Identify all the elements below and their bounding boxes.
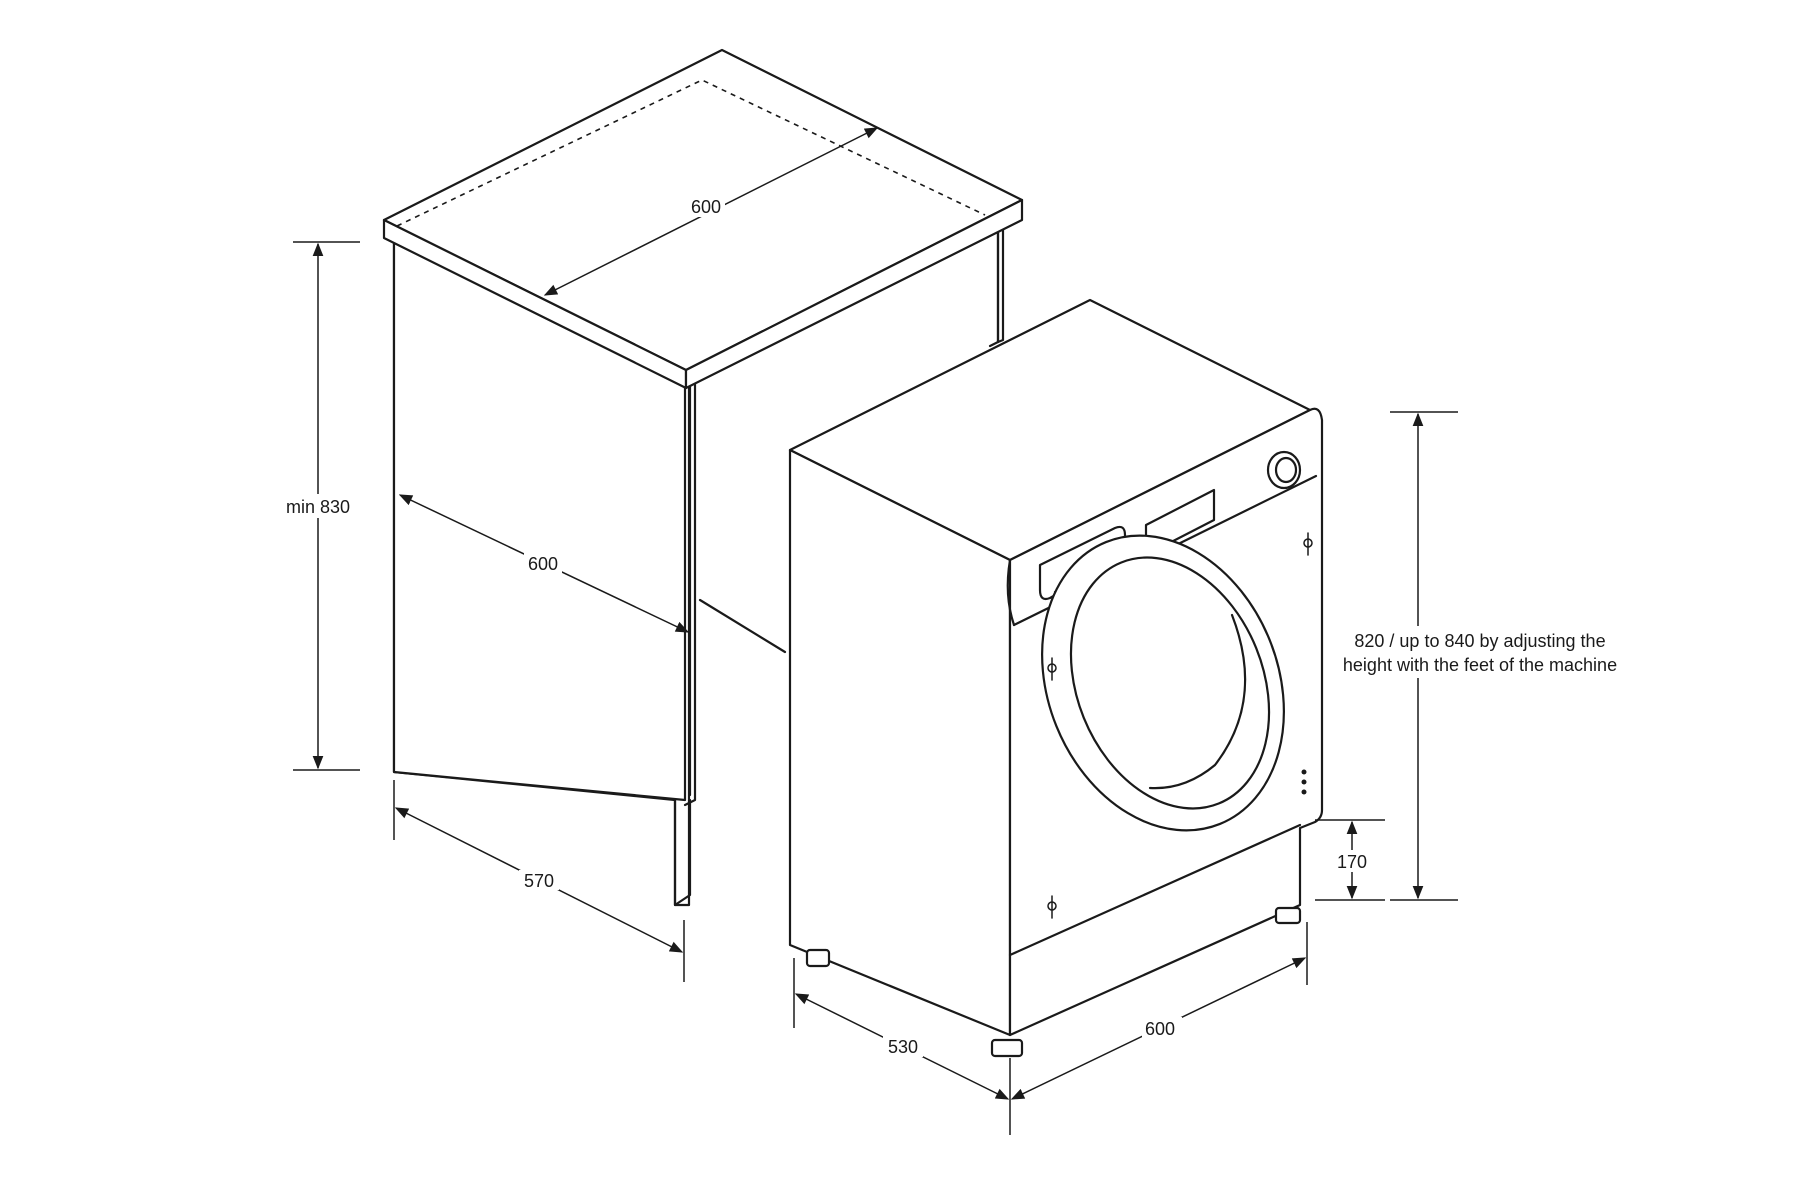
dim-machine-depth: 530 (793, 958, 1011, 1135)
machine-foot (805, 948, 831, 968)
dim-counter-depth: 600 (543, 127, 879, 296)
dim-cabinet-height: min 830 (282, 241, 360, 771)
door-glare (1148, 613, 1247, 790)
door-glass (1069, 556, 1271, 810)
screw-icon (1303, 532, 1313, 556)
dim-machine-height: 820 / up to 840 by adjusting the height … (1340, 411, 1620, 901)
dim-label-machine-depth: 530 (888, 1037, 918, 1057)
dim-label-plinth-height: 170 (1337, 852, 1367, 872)
dim-label-cabinet-height: min 830 (286, 497, 350, 517)
dim-cabinet-depth: 570 (393, 780, 685, 982)
machine-foot (990, 1038, 1024, 1058)
screw-icon (1047, 657, 1057, 681)
washing-machine (788, 298, 1324, 1058)
dim-label-cabinet-depth: 570 (524, 871, 554, 891)
dim-label-counter-depth: 600 (691, 197, 721, 217)
dim-plinth-height: 170 (1315, 819, 1385, 901)
screw-icon (1047, 895, 1057, 919)
screw-icon (1301, 769, 1307, 795)
dim-cabinet-width: 600 (398, 494, 690, 633)
dim-label-machine-height-1: 820 / up to 840 by adjusting the (1354, 631, 1605, 651)
dim-label-machine-width: 600 (1145, 1019, 1175, 1039)
dim-machine-width: 600 (1010, 922, 1308, 1100)
counter-top-dashed-edge (396, 79, 986, 227)
machine-plinth-line (1008, 823, 1302, 957)
dim-label-machine-height-2: height with the feet of the machine (1343, 655, 1617, 675)
machine-foot (1274, 906, 1302, 925)
dim-label-cabinet-width: 600 (528, 554, 558, 574)
